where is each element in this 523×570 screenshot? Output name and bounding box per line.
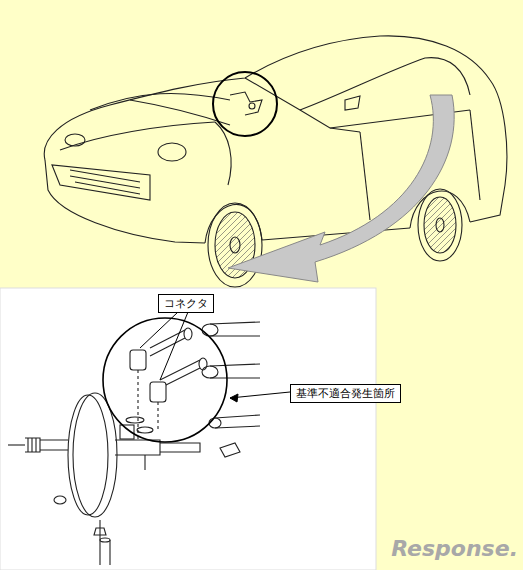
label-box: コネクタ xyxy=(158,294,214,313)
highlight-circle xyxy=(213,72,277,136)
car-drawing xyxy=(44,36,507,287)
label-text: コネクタ xyxy=(164,297,208,310)
hoses xyxy=(150,322,260,457)
inset-panel xyxy=(0,288,376,570)
watermark: Response. xyxy=(391,536,518,561)
leader-lines xyxy=(140,312,290,402)
detail-circle xyxy=(103,318,227,442)
label-box: 基準不適合発生箇所 xyxy=(290,384,401,403)
brake-booster xyxy=(8,393,200,565)
label-text: 基準不適合発生箇所 xyxy=(296,387,395,400)
connectors xyxy=(130,350,166,440)
pointer-arrow xyxy=(228,95,454,282)
